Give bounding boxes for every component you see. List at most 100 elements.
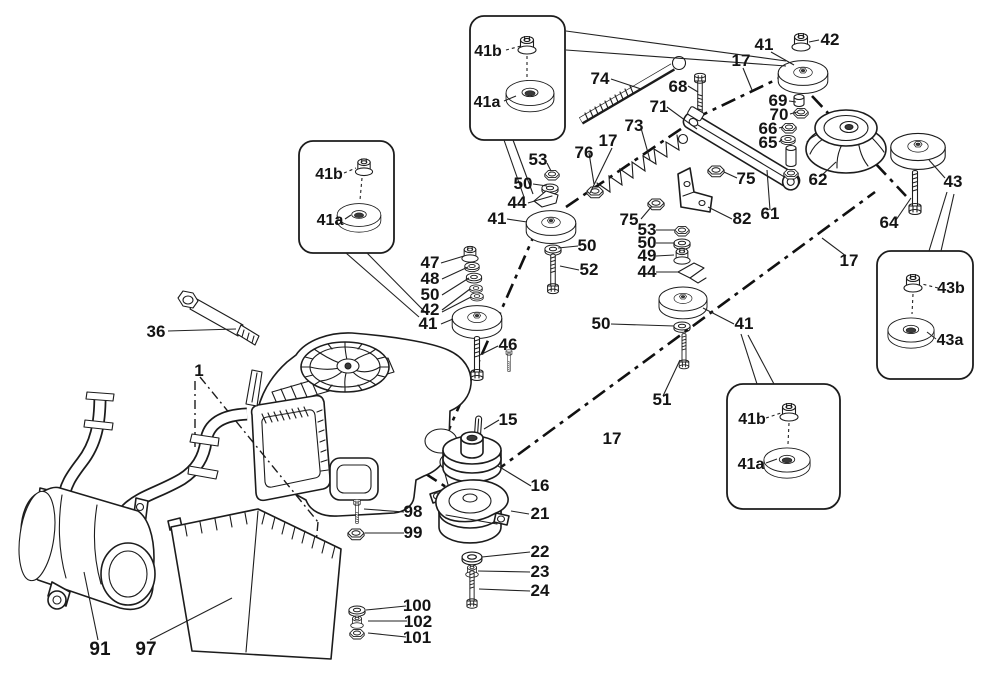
- part-label-99: 99: [404, 523, 423, 542]
- nut-99: [347, 528, 365, 541]
- fitting-36-illustration: [177, 290, 260, 346]
- part-label-17: 17: [603, 429, 622, 448]
- part-label-91: 91: [89, 639, 111, 660]
- spring-73: [596, 133, 689, 194]
- part-label-41: 41: [419, 314, 438, 333]
- clutch-21: [429, 479, 510, 544]
- part-label-100: 100: [403, 596, 431, 615]
- part-labels: 41b 41a 41b 41a 43b 43a 41b 41a 74 68 17…: [89, 30, 965, 660]
- part-label-70: 70: [770, 105, 789, 124]
- part-label-50: 50: [578, 236, 597, 255]
- nut-53-right: [674, 225, 690, 237]
- air-filter-illustration: [250, 394, 331, 502]
- part-label-44: 44: [508, 193, 527, 212]
- part-label-82: 82: [733, 209, 752, 228]
- part-label-44: 44: [638, 262, 657, 281]
- part-label-61: 61: [761, 204, 780, 223]
- pulley-41-left: [451, 305, 503, 339]
- part-label-73: 73: [625, 116, 644, 135]
- part-label-50: 50: [638, 233, 657, 252]
- crank-pulley-16: [442, 431, 502, 483]
- muffler-illustration: [18, 486, 156, 611]
- part-label-23: 23: [531, 562, 550, 581]
- pulley-43: [890, 132, 946, 170]
- part-label-41b: 41b: [738, 411, 766, 428]
- part-label-41: 41: [735, 314, 754, 333]
- belt-guide-44-center: [533, 190, 559, 208]
- washer-50-right-2: [673, 321, 691, 333]
- washer-65: [780, 134, 796, 146]
- part-label-75: 75: [620, 210, 639, 229]
- callout-box-41-left: [298, 140, 395, 254]
- part-label-71: 71: [650, 97, 669, 116]
- part-label-41a: 41a: [474, 94, 501, 111]
- part-label-50: 50: [514, 174, 533, 193]
- nut-47: [461, 245, 479, 263]
- part-label-50: 50: [592, 314, 611, 333]
- part-label-76: 76: [575, 143, 594, 162]
- pivot-spacer: [785, 144, 797, 168]
- part-label-50: 50: [421, 285, 440, 304]
- part-label-47: 47: [421, 253, 440, 272]
- part-label-22: 22: [531, 542, 550, 561]
- nut-101: [349, 628, 365, 640]
- part-label-43a: 43a: [937, 332, 964, 349]
- part-label-17: 17: [732, 51, 751, 70]
- part-label-41: 41: [755, 35, 774, 54]
- part-label-66: 66: [759, 119, 778, 138]
- part-label-69: 69: [769, 91, 788, 110]
- part-label-53: 53: [638, 220, 657, 239]
- bolt-64: [908, 169, 922, 216]
- part-label-21: 21: [531, 504, 550, 523]
- part-label-102: 102: [404, 612, 432, 631]
- bracket-82: [677, 167, 713, 213]
- part-label-53: 53: [529, 150, 548, 169]
- part-label-49: 49: [638, 246, 657, 265]
- washer-22: [461, 551, 483, 566]
- part-label-46: 46: [499, 335, 518, 354]
- spacer-49: [673, 247, 691, 265]
- bolt-46: [470, 335, 484, 382]
- part-label-64: 64: [880, 213, 899, 232]
- tension-rod-74: [578, 55, 687, 125]
- nut-53-center: [544, 169, 560, 181]
- part-label-42: 42: [821, 30, 840, 49]
- part-label-41a: 41a: [317, 212, 344, 229]
- bolt-51: [678, 333, 690, 370]
- spacer-69: [793, 93, 805, 108]
- part-label-98: 98: [404, 502, 423, 521]
- part-label-68: 68: [669, 77, 688, 96]
- bolt-52: [547, 253, 559, 295]
- pulley-41-right: [658, 286, 708, 320]
- callout-box-41-top: [469, 15, 566, 141]
- washer-100: [348, 605, 366, 617]
- part-label-65: 65: [759, 133, 778, 152]
- pulley-41-center: [525, 210, 577, 244]
- part-label-43: 43: [944, 172, 963, 191]
- part-label-16: 16: [531, 476, 550, 495]
- part-label-1: 1: [194, 361, 203, 380]
- nut-42: [791, 32, 811, 52]
- part-label-52: 52: [580, 260, 599, 279]
- callout-box-43: [876, 250, 974, 380]
- pivot-bolt-head: [783, 168, 799, 180]
- nut-42-left-a: [469, 284, 483, 294]
- part-label-75: 75: [737, 169, 756, 188]
- part-label-51: 51: [653, 390, 672, 409]
- nut-76: [586, 186, 604, 199]
- part-label-41b: 41b: [315, 166, 343, 183]
- washer-50-right: [673, 238, 691, 250]
- part-label-48: 48: [421, 269, 440, 288]
- part-label-42: 42: [421, 300, 440, 319]
- part-label-74: 74: [591, 69, 610, 88]
- belt-guide-44-right: [677, 262, 707, 284]
- heat-shield-illustration: [167, 508, 342, 660]
- part-label-15: 15: [499, 410, 518, 429]
- part-label-97: 97: [135, 639, 156, 660]
- locknut-102: [350, 615, 364, 629]
- part-label-36: 36: [147, 322, 166, 341]
- part-label-41b: 41b: [474, 43, 502, 60]
- part-label-62: 62: [809, 170, 828, 189]
